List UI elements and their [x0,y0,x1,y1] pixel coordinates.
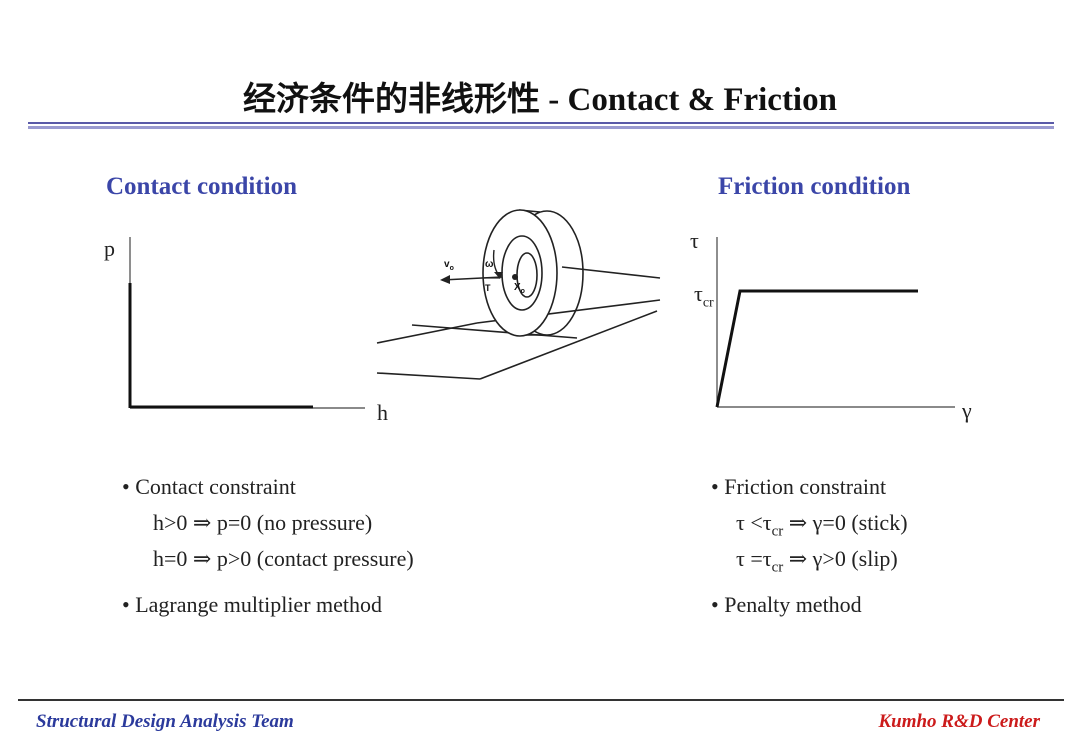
contact-x-label: h [377,400,388,425]
contact-bullet-2: • Lagrange multiplier method [122,592,383,617]
svg-text:vo: vo [444,259,454,272]
page-title: 经济条件的非线形性 - Contact & Friction [243,82,837,118]
friction-y-label: τ [690,228,699,253]
contact-line-1: h>0 ⇒ p=0 (no pressure) [153,510,373,535]
friction-bullet-1: • Friction constraint [711,474,887,499]
friction-graph [715,237,955,408]
tire-x-sub: o [521,288,525,295]
tire-v-sub: o [450,265,454,272]
friction-line-2: τ =τcr ⇒ γ>0 (slip) [736,546,898,576]
tire-omega-label: ω [485,259,494,270]
footer-center: Kumho R&D Center [878,711,1040,732]
footer-divider [18,699,1064,701]
friction-bullet-2: • Penalty method [711,592,862,617]
tire-t-label: T [485,283,491,293]
friction-heading: Friction condition [718,173,911,200]
contact-y-label: p [104,236,115,261]
tire-v-label: v [444,259,450,270]
contact-bullet-1: • Contact constraint [122,474,296,499]
contact-line-2: h=0 ⇒ p>0 (contact pressure) [153,546,414,571]
contact-heading: Contact condition [106,173,297,200]
tau-cr-label: τcr [694,281,714,311]
title-divider [28,122,1054,129]
tire-x-label: X [514,282,521,293]
friction-line-1: τ <τcr ⇒ γ=0 (stick) [736,510,908,540]
svg-text:Xo: Xo [514,282,525,295]
friction-x-label: γ [962,398,972,423]
tire-illustration: vo ω T Xo [376,209,661,380]
contact-graph [128,237,365,409]
footer-team: Structural Design Analysis Team [36,711,294,732]
friction-curve [715,289,918,408]
